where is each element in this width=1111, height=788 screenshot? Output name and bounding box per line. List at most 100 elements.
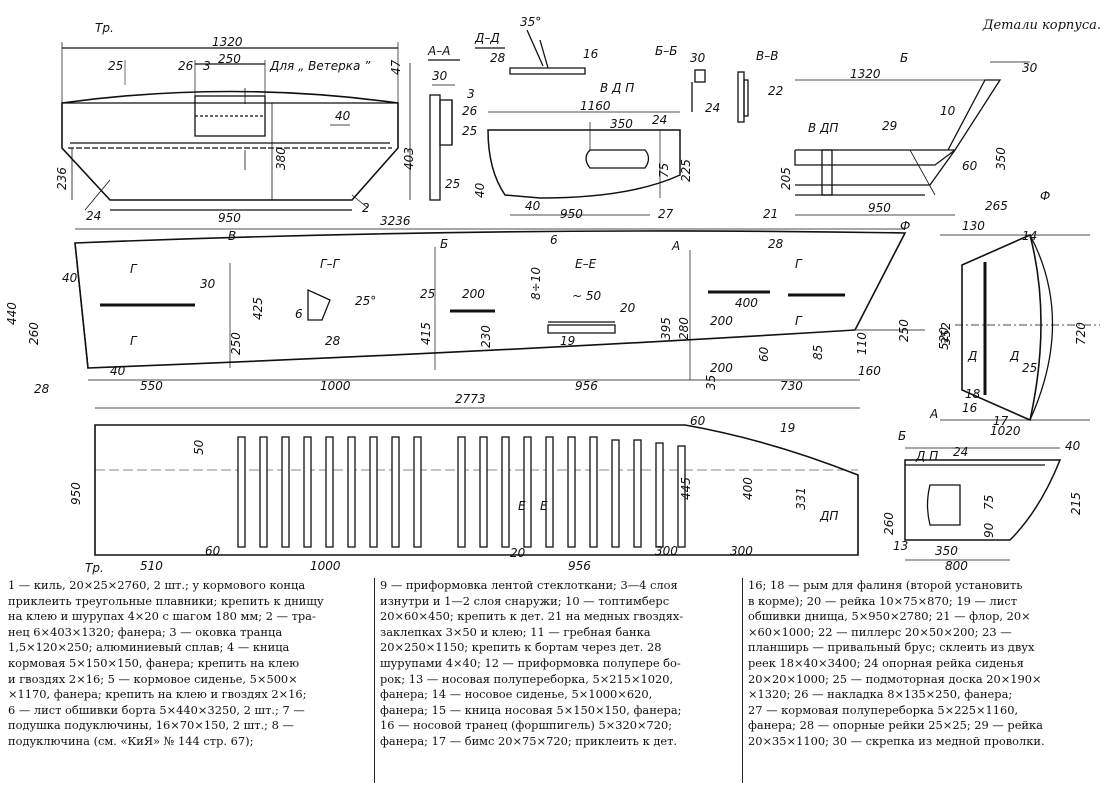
legend-line: 27 — кормовая полупереборка 5×225×1160, bbox=[748, 702, 1019, 717]
dim-40-a: 40 bbox=[335, 109, 351, 123]
dim-352: 352 bbox=[939, 322, 953, 345]
part-2: 2 bbox=[362, 201, 370, 215]
part-16b: 16 bbox=[962, 401, 978, 415]
dim-950-d: 950 bbox=[69, 482, 83, 505]
dim-50: ~ 50 bbox=[572, 289, 602, 303]
label-g-1: Г bbox=[130, 262, 138, 276]
dim-510: 510 bbox=[140, 559, 163, 573]
label-g-4: Г bbox=[795, 257, 803, 271]
label-g-2: Г bbox=[130, 334, 138, 348]
dim-950-c: 950 bbox=[868, 201, 891, 215]
dim-40-c: 40 bbox=[110, 364, 126, 378]
stern-bulkhead-view bbox=[487, 111, 681, 216]
part-22: 22 bbox=[768, 84, 783, 98]
dim-1000-a: 1000 bbox=[320, 379, 351, 393]
part-6: 6 bbox=[550, 233, 558, 247]
legend-line: 1,5×120×250; алюминиевый сплав; 4 — книц… bbox=[8, 640, 290, 655]
dim-40-e: 40 bbox=[473, 182, 487, 198]
part-19b: 19 bbox=[780, 421, 795, 435]
dim-225: 225 bbox=[679, 159, 693, 182]
dim-1160: 1160 bbox=[580, 99, 611, 113]
label-vdp: В ДП bbox=[808, 121, 838, 135]
label-d-2: Д bbox=[1009, 349, 1019, 363]
part-24e: 24 bbox=[953, 445, 968, 459]
part-18: 18 bbox=[965, 387, 981, 401]
dim-331: 331 bbox=[794, 487, 808, 510]
part-callouts: 25 26 3 24 2 3 26 25 25 28 16 24 22 24 2… bbox=[34, 47, 1037, 553]
label-tr-bottom: Тр. bbox=[85, 561, 104, 575]
part-26b: 26 bbox=[462, 104, 478, 118]
label-g-3: Г bbox=[795, 314, 803, 328]
dim-350-b: 350 bbox=[994, 147, 1008, 170]
part-17: 17 bbox=[993, 414, 1009, 428]
dim-415: 415 bbox=[419, 322, 433, 345]
legend-line: шурупами 4×40; 12 — приформовка полупере… bbox=[380, 655, 681, 670]
legend-line: 16 — носовой транец (форшпигель) 5×320×7… bbox=[380, 718, 673, 733]
section-a-a bbox=[428, 59, 460, 201]
legend-divider-1 bbox=[374, 578, 375, 783]
part-25c: 25 bbox=[445, 177, 460, 191]
page-title: Детали корпуса. bbox=[982, 18, 1101, 33]
dim-950-transom: 950 bbox=[218, 211, 241, 225]
legend-line: ×1320; 26 — накладка 8×135×250, фанера; bbox=[748, 687, 1013, 702]
legend-line: 1 — киль, 20×25×2760, 2 шт.; у кормового… bbox=[8, 578, 306, 592]
dim-75-b: 75 bbox=[982, 495, 996, 510]
dim-47: 47 bbox=[389, 59, 403, 75]
legend-column-2: 9 — приформовка лентой стеклоткани; 3—4 … bbox=[380, 578, 738, 784]
dim-280: 280 bbox=[677, 317, 691, 340]
dim-260-b: 260 bbox=[882, 512, 896, 535]
side-panel-view bbox=[74, 228, 925, 381]
label-v-dp: В Д П bbox=[600, 81, 634, 95]
technical-drawing: Тр. 1320 250 Для „ Ветерка ” 47 403 380 … bbox=[5, 15, 1100, 575]
label-v-side: В bbox=[228, 229, 236, 243]
dim-260: 260 bbox=[27, 322, 41, 345]
part-28: 28 bbox=[490, 51, 506, 65]
legend-divider-2 bbox=[742, 578, 743, 783]
dim-90: 90 bbox=[982, 522, 996, 538]
part-20: 20 bbox=[620, 301, 636, 315]
label-a-bow: А bbox=[929, 407, 938, 421]
dim-1020: 1020 bbox=[990, 424, 1021, 438]
dim-130: 130 bbox=[962, 219, 985, 233]
dim-30-a: 30 bbox=[432, 69, 448, 83]
dim-30-b: 30 bbox=[690, 51, 706, 65]
label-a-side: А bbox=[671, 239, 680, 253]
part-28c: 28 bbox=[325, 334, 341, 348]
legend-line: планширь — привальный брус; склеить из д… bbox=[748, 640, 1035, 655]
part-14: 14 bbox=[1022, 229, 1037, 243]
part-24c: 24 bbox=[705, 101, 720, 115]
dim-1320-r: 1320 bbox=[850, 67, 881, 81]
legend-line: ×60×1000; 22 — пиллерс 20×50×200; 23 — bbox=[748, 624, 1012, 639]
dim-200-b: 200 bbox=[710, 314, 733, 328]
dim-520: 520 bbox=[937, 327, 951, 350]
label-f-side: Ф bbox=[900, 219, 910, 233]
section-a-a-label: А–А bbox=[427, 44, 450, 58]
legend-line: обшивки днища, 5×950×2780; 21 — флор, 20… bbox=[748, 609, 1031, 624]
part-28b: 28 bbox=[768, 237, 784, 251]
label-b-side: Б bbox=[440, 237, 448, 251]
part-24d: 24 bbox=[652, 113, 667, 127]
dim-60-d: 60 bbox=[757, 346, 771, 362]
section-v-v bbox=[737, 71, 749, 123]
dim-160: 160 bbox=[858, 364, 881, 378]
dim-400-a: 400 bbox=[735, 296, 758, 310]
part-26: 26 bbox=[178, 59, 194, 73]
section-g-g-label: Г–Г bbox=[320, 257, 341, 271]
section-b-b-label: Б–Б bbox=[655, 44, 677, 58]
label-dp-bottom: ДП bbox=[819, 509, 838, 523]
dim-250: 250 bbox=[218, 52, 241, 66]
dim-60-c: 60 bbox=[205, 544, 221, 558]
dim-60-b: 60 bbox=[690, 414, 706, 428]
part-3: 3 bbox=[203, 59, 211, 73]
dim-40-bow: 40 bbox=[1065, 439, 1081, 453]
legend-line: в корме); 20 — рейка 10×75×870; 19 — лис… bbox=[748, 593, 1017, 608]
dim-440: 440 bbox=[5, 302, 19, 325]
bottom-slats bbox=[237, 436, 686, 548]
dim-236: 236 bbox=[55, 167, 69, 190]
bottom-sheet-view bbox=[94, 407, 860, 556]
dim-25-b: 25 bbox=[1022, 361, 1037, 375]
dim-445: 445 bbox=[679, 477, 693, 500]
bow-transom-view bbox=[940, 233, 1100, 422]
dim-250-b: 250 bbox=[229, 332, 243, 355]
dim-85: 85 bbox=[811, 345, 825, 360]
